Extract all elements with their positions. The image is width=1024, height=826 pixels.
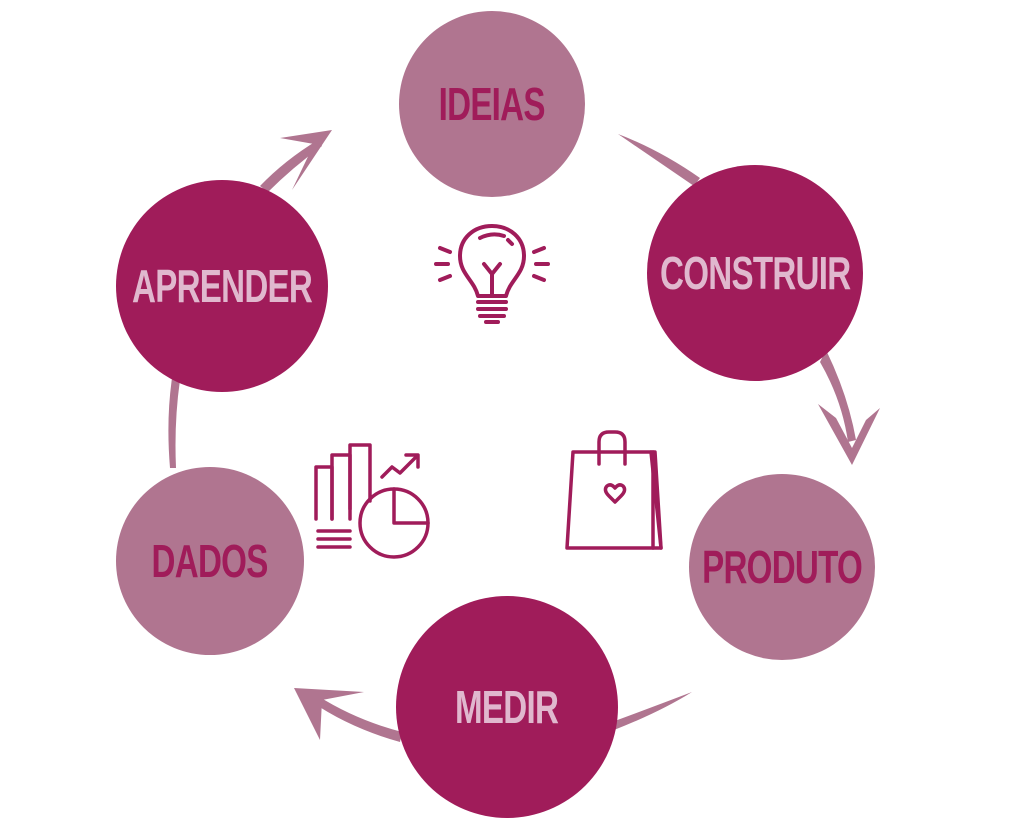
node-dados: DADOS	[116, 467, 304, 655]
arrow-produto-to-medir	[612, 692, 692, 730]
arrow-construir-to-produto	[820, 350, 856, 442]
lightbulb-icon	[434, 224, 550, 324]
node-construir: CONSTRUIR	[647, 165, 863, 381]
node-label-medir: MEDIR	[455, 681, 559, 733]
node-aprender: APRENDER	[116, 180, 328, 392]
arrow-ideias-to-construir	[618, 134, 700, 186]
node-label-aprender: APRENDER	[131, 260, 313, 312]
node-label-produto: PRODUTO	[702, 541, 863, 593]
node-produto: PRODUTO	[689, 474, 875, 660]
arrowhead-produto	[818, 404, 880, 465]
node-medir: MEDIR	[396, 596, 618, 818]
node-label-ideias: IDEIAS	[438, 78, 546, 130]
node-label-construir: CONSTRUIR	[659, 247, 851, 299]
node-label-dados: DADOS	[151, 535, 269, 587]
arrow-dados-to-aprender	[168, 378, 180, 468]
node-ideias: IDEIAS	[399, 11, 585, 197]
arrowhead-ideias	[280, 130, 332, 190]
arrow-medir-to-dados	[312, 696, 402, 742]
arrow-aprender-to-ideias	[260, 140, 322, 192]
arrowhead-dados	[294, 688, 364, 740]
shopping-bag-icon	[565, 430, 663, 550]
bar-pie-chart-icon	[314, 443, 430, 559]
